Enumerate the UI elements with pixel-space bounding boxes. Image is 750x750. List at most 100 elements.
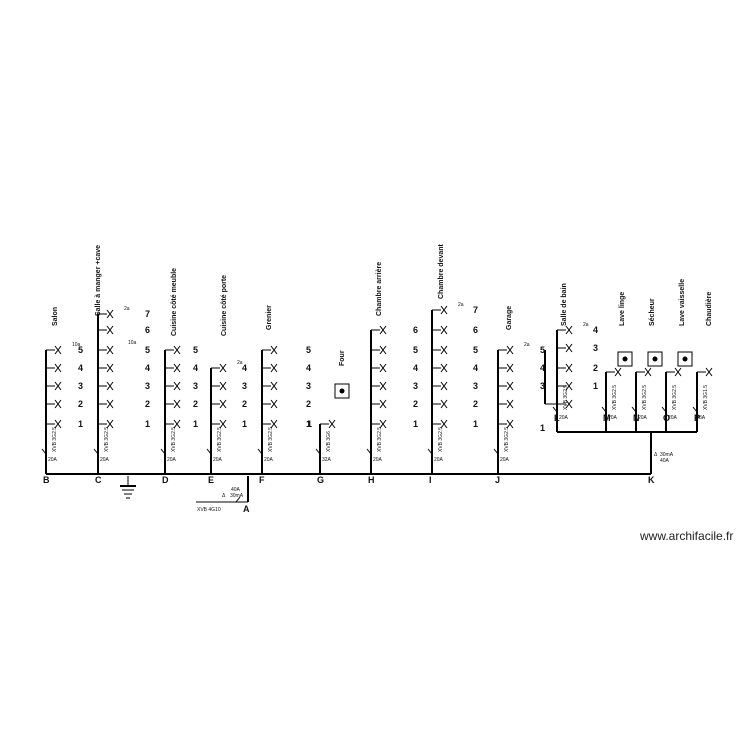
outlet-number: 3 [145, 381, 150, 391]
outlet-number: 4 [145, 363, 150, 373]
outlet-icon [46, 419, 62, 429]
outlet-number: 1 [242, 419, 247, 429]
breaker-icon [93, 448, 99, 455]
outlet-number: 2 [593, 363, 598, 373]
outlet-number: 2 [473, 399, 478, 409]
circuit-breaker-rating: 20A [668, 415, 678, 421]
outlet-icon [432, 381, 448, 391]
washer-icon [617, 351, 633, 367]
circuit-letter: E [208, 475, 214, 485]
breaker-icon [160, 448, 166, 455]
circuit-cable-label: XVB 3G2.5 [438, 427, 444, 452]
outlet-number: 4 [193, 363, 198, 373]
outlet-number: 3 [413, 381, 418, 391]
outlet-number: 5 [473, 345, 478, 355]
outlet-number: 2 [193, 399, 198, 409]
outlet-number: 1 [145, 419, 150, 429]
circuit-room-label: Lave linge [619, 292, 626, 326]
outlet-number: 6 [413, 325, 418, 335]
breaker-icon [692, 406, 698, 413]
outlet-icon [98, 399, 114, 409]
breaker-icon [661, 406, 667, 413]
outlet-icon [432, 305, 448, 315]
outlet-icon [371, 381, 387, 391]
circuit-room-label: Salle à manger +cave [95, 245, 102, 316]
outlet-number: 1 [193, 419, 198, 429]
outlet-icon [498, 419, 514, 429]
circuit-breaker-rating: 20A [213, 457, 223, 463]
circuit-cable-label: XVB 3G2.5 [563, 385, 569, 410]
circuit-room-label: Grenier [266, 305, 273, 330]
outlet-icon [498, 399, 514, 409]
circuit-letter: O [663, 413, 670, 423]
outlet-number: 3 [193, 381, 198, 391]
circuit-cable-label: XVB 3G1.5 [703, 385, 709, 410]
circuit-breaker-rating: 20A [608, 415, 618, 421]
outlet-icon [46, 363, 62, 373]
outlet-number: 2 [306, 399, 311, 409]
outlet-number: 4 [242, 363, 247, 373]
circuit-letter: P [694, 413, 700, 423]
circuit-annotation: 2a [124, 306, 130, 312]
sub-main-differential: Δ 30mA 40A [654, 452, 674, 464]
outlet-icon [557, 343, 573, 353]
circuit-letter: H [368, 475, 375, 485]
outlet-number: 2 [145, 399, 150, 409]
dishwasher-icon [677, 351, 693, 367]
outlet-number: 6 [145, 325, 150, 335]
breaker-icon [257, 448, 263, 455]
outlet-number: 3 [540, 381, 545, 391]
circuit-breaker-rating: 20A [559, 415, 569, 421]
circuit-cable-label: XVB 3G6 [326, 431, 332, 452]
outlet-icon [432, 419, 448, 429]
outlet-number: 5 [306, 345, 311, 355]
outlet-icon [371, 345, 387, 355]
outlet-icon [262, 381, 278, 391]
circuit-letter: C [95, 475, 102, 485]
circuit-letter: F [259, 475, 265, 485]
outlet-number: 1 [593, 381, 598, 391]
circuit-letter: M [603, 413, 611, 423]
outlet-number: 1 [473, 419, 478, 429]
outlet-icon [165, 399, 181, 409]
circuit-cable-label: XVB 3G2.5 [171, 427, 177, 452]
breaker-icon [493, 448, 499, 455]
circuit-annotation: 10a [128, 340, 137, 346]
submain-rating: 40A [660, 458, 670, 464]
circuit-cable-label: XVB 3G2.5 [642, 385, 648, 410]
sub-main-letter: K [648, 475, 655, 485]
outlet-icon [557, 399, 573, 409]
circuit-room-label: Garage [506, 306, 513, 330]
breaker-icon [41, 448, 47, 455]
outlet-icon [498, 363, 514, 373]
circuit-breaker-rating: 20A [434, 457, 444, 463]
outlet-number: 5 [78, 345, 83, 355]
circuit-annotation: 2a [458, 302, 464, 308]
outlet-number: 3 [593, 343, 598, 353]
outlet-icon [606, 367, 622, 377]
circuit-breaker-rating: 32A [322, 457, 332, 463]
circuit-cable-label: XVB 3G2.5 [104, 427, 110, 452]
circuit-annotation: 2a [524, 342, 530, 348]
outlet-icon [211, 399, 227, 409]
outlet-icon [98, 345, 114, 355]
circuit-breaker-rating: 20A [167, 457, 177, 463]
supply-diff-icon: Δ [222, 493, 226, 499]
outlet-icon [262, 345, 278, 355]
outlet-number: 4 [306, 363, 311, 373]
circuit-cable-label: XVB 3G2.5 [377, 427, 383, 452]
circuit-room-label: Cuisine côté meuble [171, 268, 178, 336]
outlet-number: 7 [473, 305, 478, 315]
